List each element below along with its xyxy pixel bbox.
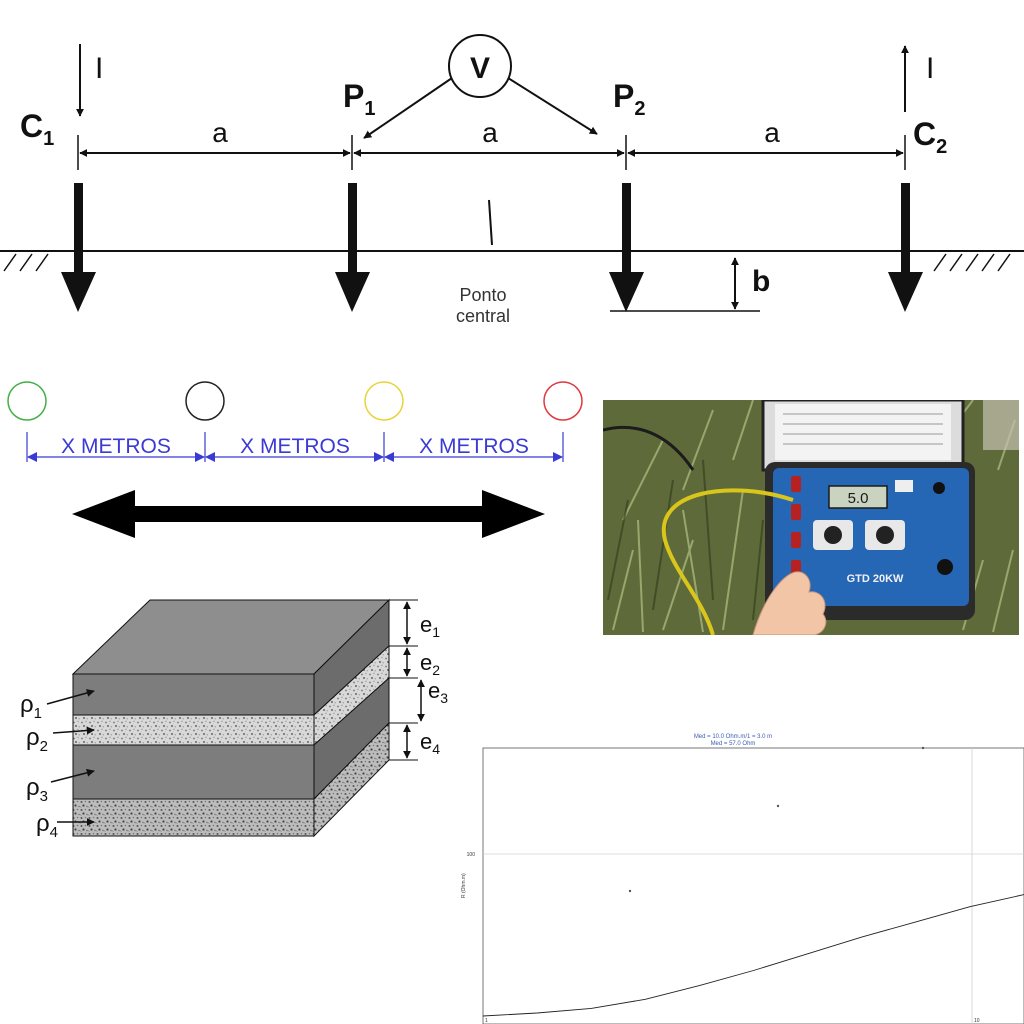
voltmeter-label: V (470, 52, 490, 85)
thickness-label-1: e1 (420, 612, 440, 640)
spacing-label-3: a (764, 117, 780, 148)
current-in-label: I (95, 52, 103, 85)
label-p1: P1 (343, 78, 375, 120)
label-c2: C2 (913, 116, 947, 158)
thickness-label-4: e4 (420, 729, 440, 757)
meter-lid-paper (775, 404, 951, 460)
layer-4-front (72, 798, 315, 837)
thickness-guides (389, 599, 418, 761)
resistivity-chart: Med = 10.0 Ohm.m/1 = 3.0 m Med = 57.0 Oh… (455, 728, 1024, 1024)
double-headed-arrow (72, 490, 545, 538)
spacing-label-2: a (482, 117, 498, 148)
resistivity-label-2: ρ2 (26, 724, 48, 755)
current-out-label: I (926, 52, 934, 85)
meter-brand: GTD 20KW (847, 573, 904, 585)
center-mark (488, 199, 493, 246)
meter-display (828, 485, 888, 509)
resistivity-pointer-3 (50, 768, 95, 783)
layered-earth-block: e1 e2 e3 e4 ρ1 ρ2 ρ3 ρ4 (20, 598, 448, 841)
meter-knob-bottom (937, 559, 953, 575)
meter-sticker (895, 480, 913, 492)
electrode-c2 (888, 183, 923, 312)
peg-circle-yellow (364, 381, 404, 421)
label-c1: C1 (20, 108, 54, 150)
voltmeter-lead-p1 (363, 77, 453, 139)
label-p2: P2 (613, 78, 645, 120)
chart-x-tick-1: 1 (485, 1018, 488, 1024)
meter-display-value: 5.0 (848, 490, 869, 507)
chart-marker-1 (776, 804, 780, 808)
resistivity-label-3: ρ3 (26, 774, 48, 805)
peg-circle-green (7, 381, 47, 421)
center-label-line1: Ponto (459, 285, 506, 305)
chart-plot-area (482, 747, 1024, 1024)
yellow-cable (661, 488, 794, 635)
layer-1-front (72, 673, 315, 716)
chart-marker-2 (628, 889, 632, 893)
electrode-c1 (61, 183, 96, 312)
center-label-line2: central (456, 306, 510, 326)
layer-3-front (72, 744, 315, 800)
chart-title-line2: Med = 57.0 Ohm (711, 741, 756, 747)
chart-y-axis-label: R (Ohm.m) (461, 873, 467, 898)
chart-background (455, 728, 1024, 1024)
chart-title-line1: Med = 10.0 Ohm.m/1 = 3.0 m (694, 734, 772, 740)
wenner-array: a a a C1 P1 P2 C2 I I V Ponto central b (0, 34, 1024, 326)
resistivity-label-1: ρ1 (20, 691, 42, 722)
meter-dial-right (876, 526, 894, 544)
chart-series-line (482, 894, 1024, 1017)
ground-hatch-left (3, 253, 49, 272)
chart-marker-3 (921, 746, 925, 750)
peg-circle-red (543, 381, 583, 421)
resistivity-label-4: ρ4 (36, 810, 58, 841)
soil-patch (983, 400, 1019, 450)
distance-label-1: X METROS (61, 435, 171, 458)
electrode-p1 (335, 183, 370, 312)
voltmeter-circle (448, 34, 512, 98)
field-photo: 5.0 GTD 20KW (603, 400, 1019, 635)
peg-circle-black (185, 381, 225, 421)
depth-label: b (752, 265, 770, 298)
dark-grass (607, 459, 764, 621)
resistivity-meter: 5.0 GTD 20KW (761, 400, 975, 620)
spacing-label-1: a (212, 117, 228, 148)
chart-x-tick-10: 10 (974, 1018, 980, 1024)
resistivity-pointer-2 (52, 726, 95, 735)
thickness-label-2: e2 (420, 650, 440, 678)
meter-knob-top (933, 482, 945, 494)
voltmeter-lead-p2 (507, 77, 598, 135)
distance-label-2: X METROS (240, 435, 350, 458)
black-cable (603, 425, 695, 471)
lid-paper-lines (783, 413, 943, 445)
distance-label-3: X METROS (419, 435, 529, 458)
field-layout: X METROS X METROS X METROS (7, 381, 583, 538)
meter-dial-left (824, 526, 842, 544)
hand (752, 571, 827, 635)
thickness-label-3: e3 (428, 678, 448, 706)
electrode-p2 (609, 183, 644, 312)
resistivity-pointer-1 (46, 689, 95, 705)
layer-2-front (72, 714, 315, 746)
ground-hatch-right (933, 253, 1011, 272)
chart-y-tick-100: 100 (467, 852, 476, 858)
